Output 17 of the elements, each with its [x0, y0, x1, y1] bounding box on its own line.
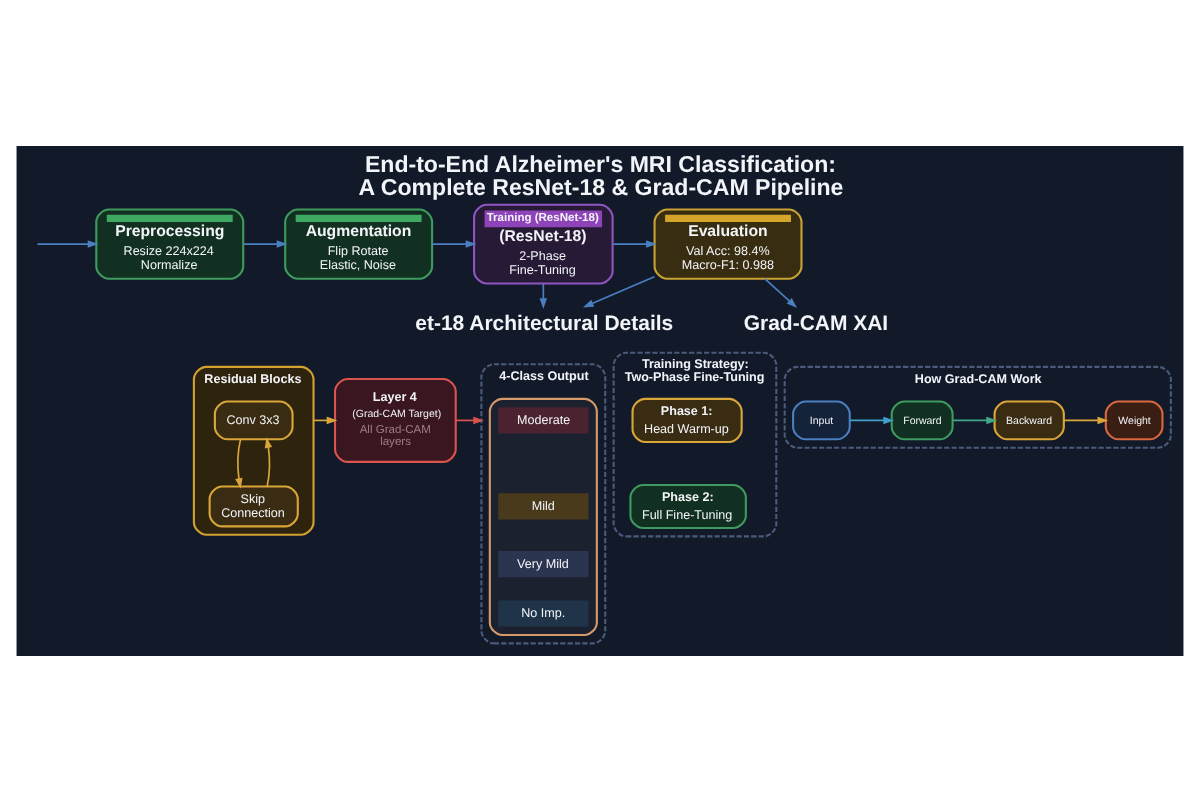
- arrow: [1063, 415, 1109, 424]
- diagram-title: End-to-End Alzheimer's MRI Classification: A Complete ResNet-18 & Grad-CAM Pipeline: [358, 152, 844, 200]
- arrow: [539, 282, 548, 308]
- arrow: [951, 415, 998, 424]
- cluster: [488, 396, 598, 636]
- arrow: [264, 436, 273, 487]
- arrow: [582, 274, 656, 307]
- arrow: [235, 437, 243, 488]
- arrow: [454, 415, 484, 424]
- arrow: [431, 239, 477, 247]
- node-text: et-18 Architectural Details: [415, 312, 674, 335]
- arrow: [764, 276, 798, 307]
- arrow: [849, 415, 895, 424]
- arrow: [612, 239, 657, 247]
- arrow: [36, 239, 99, 247]
- node-text: Grad-CAM XAI: [743, 312, 889, 335]
- arrow: [242, 239, 288, 247]
